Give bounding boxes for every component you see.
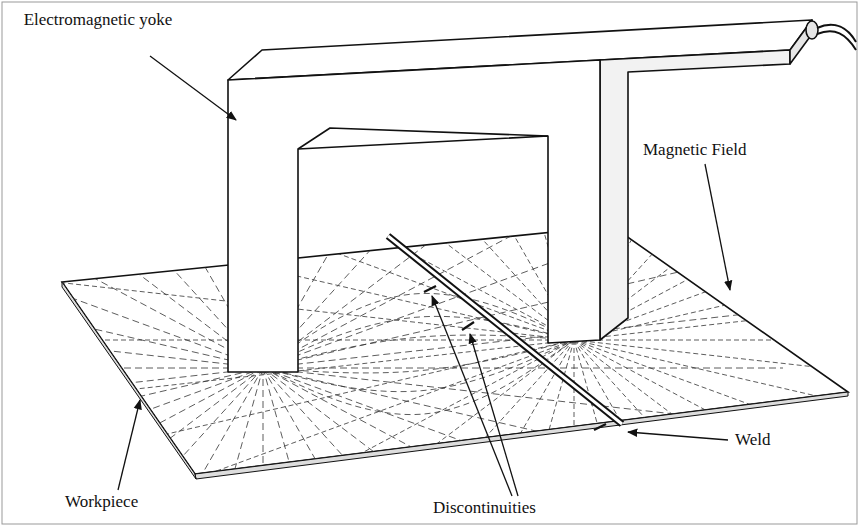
field-line (574, 340, 859, 453)
field-line (574, 340, 859, 526)
field-line (0, 115, 263, 368)
field-line (62, 340, 574, 397)
electromagnetic-yoke (228, 20, 856, 372)
leader-lines (118, 56, 730, 496)
field-line (0, 368, 263, 526)
field-line (574, 340, 834, 526)
field-line (263, 368, 597, 526)
field-line (263, 368, 752, 481)
field-line (263, 368, 353, 526)
field-line (263, 255, 752, 368)
field-line (263, 368, 264, 526)
field-line (62, 283, 574, 340)
field-line (263, 293, 574, 368)
discontinuities-label: Discontinuities (430, 498, 539, 518)
field-line (0, 368, 263, 526)
field-line (574, 340, 859, 526)
magnetic-field-lines (0, 10, 859, 526)
field-line (263, 368, 661, 526)
workpiece-plate (62, 226, 848, 474)
field-line (263, 368, 783, 369)
field-line (0, 368, 263, 369)
field-line (0, 311, 263, 368)
field-line (0, 255, 263, 368)
field-line (263, 316, 574, 368)
field-label: Magnetic Field (640, 140, 749, 160)
plate-edge (62, 282, 848, 479)
field-line (0, 368, 263, 526)
field-line (124, 175, 574, 340)
field-line (3, 82, 263, 368)
field-line (3, 368, 263, 526)
field-line (263, 368, 775, 425)
field-line (574, 340, 859, 397)
field-line (574, 340, 752, 526)
field-line (574, 340, 575, 526)
field-line (0, 368, 263, 481)
field-line (54, 340, 574, 341)
field-line (574, 340, 664, 526)
field-line (0, 156, 263, 368)
field-line (0, 203, 263, 368)
weld-label: Weld (732, 430, 773, 450)
yoke-label: Electromagnetic yoke (20, 10, 176, 30)
workpiece-label: Workpiece (62, 492, 141, 512)
field-line (124, 340, 574, 505)
field-line (263, 368, 713, 526)
field-line (0, 368, 263, 425)
field-line (574, 340, 859, 341)
